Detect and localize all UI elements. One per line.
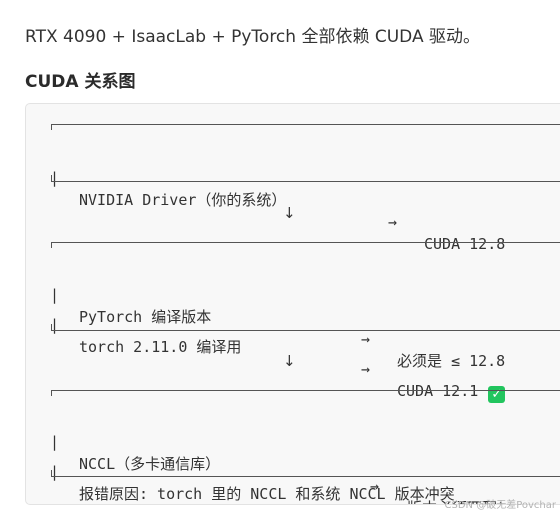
box2-top-corner [51, 242, 52, 248]
right-arrow-icon: → [370, 477, 380, 495]
box3-top-corner [51, 390, 52, 396]
box2-row-1-bar: | [50, 286, 60, 304]
right-arrow-icon: → [361, 330, 371, 348]
box1-top-border [51, 124, 560, 125]
box2-row-2: | torch 2.11.0 编译用 → CUDA 12.1 ✓ [26, 292, 560, 403]
right-arrow-icon: → [388, 213, 398, 231]
watermark: CSDN @破无差Povchar [444, 500, 556, 511]
box2-row-2-bar: | [50, 316, 60, 334]
down-arrow-icon: ↓ [283, 352, 296, 370]
down-arrow-icon: ↓ [283, 204, 296, 222]
box1-row-1: | NVIDIA Driver（你的系统） → CUDA 12.8 [26, 145, 560, 253]
box2-row-1: | PyTorch 编译版本 → 必须是 ≤ 12.8 [26, 262, 560, 370]
check-mark-icon: ✓ [488, 386, 506, 403]
section-heading: CUDA 关系图 [25, 72, 136, 92]
nccl-value: 版本必须匹配！ [407, 497, 512, 504]
pytorch-build-value: 必须是 ≤ 12.8 [397, 352, 506, 370]
box2-top-border [51, 242, 560, 243]
box2-bottom-corner [51, 324, 52, 330]
box1-row-1-bar: | [50, 169, 60, 187]
torch-cuda-value: CUDA 12.1 ✓ [397, 380, 506, 403]
torch-version-label: torch 2.11.0 编译用 [79, 338, 242, 356]
intro-text: RTX 4090 + IsaacLab + PyTorch 全部依赖 CUDA … [25, 27, 480, 47]
right-arrow-icon: → [361, 360, 371, 378]
error-reason-text: 报错原因: torch 里的 NCCL 和系统 NCCL 版本冲突 [79, 485, 455, 503]
box1-top-corner [51, 124, 52, 130]
box3-row-2: | 报错原因: torch 里的 NCCL 和系统 NCCL 版本冲突 [26, 439, 560, 503]
torch-cuda-text: CUDA 12.1 [397, 382, 479, 400]
box3-top-border [51, 390, 560, 391]
pytorch-build-label: PyTorch 编译版本 [79, 308, 212, 326]
box2-bottom-border [51, 330, 560, 331]
box1-bottom-corner [51, 175, 52, 181]
box3-row-2-bar: | [50, 463, 60, 481]
box3-bottom-border [51, 476, 560, 477]
driver-label: NVIDIA Driver（你的系统） [79, 191, 287, 209]
box3-row-1: | NCCL（多卡通信库） → 版本必须匹配！ [26, 409, 560, 504]
nccl-label: NCCL（多卡通信库） [79, 455, 221, 473]
box3-row-1-bar: | [50, 433, 60, 451]
driver-cuda-value: CUDA 12.8 [424, 235, 506, 253]
code-block: | NVIDIA Driver（你的系统） → CUDA 12.8 ↓ | Py… [25, 103, 560, 505]
box3-bottom-corner [51, 470, 52, 476]
box1-bottom-border [51, 181, 560, 182]
